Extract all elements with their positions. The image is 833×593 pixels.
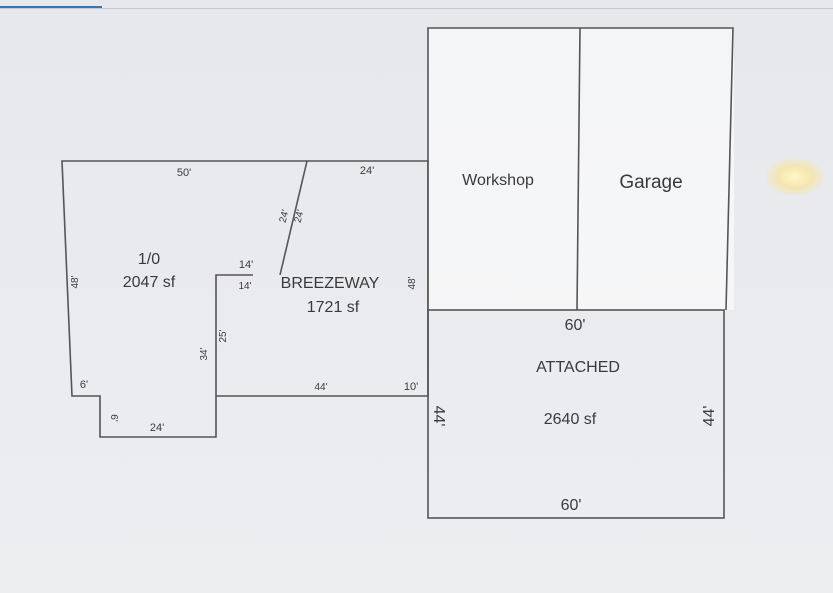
attached-area: 2640 sf bbox=[544, 411, 597, 428]
breezeway-diag-dim-b: 24' bbox=[293, 209, 307, 225]
attached-left-dim: 44' bbox=[430, 406, 447, 427]
main-bottom-dim: 24' bbox=[150, 422, 164, 434]
breezeway-top-dim: 24' bbox=[360, 165, 374, 177]
attached-area-outline bbox=[427, 309, 725, 519]
main-name: 1/0 bbox=[138, 251, 160, 268]
workshop-garage-outline bbox=[427, 27, 734, 311]
breezeway-bottom-right-dim: 10' bbox=[404, 381, 418, 393]
screen-glare bbox=[765, 158, 825, 196]
attached-right-dim: 44' bbox=[701, 406, 718, 427]
main-notch-v-dim: 6' bbox=[108, 414, 119, 422]
main-top-dim: 50' bbox=[177, 167, 191, 179]
breezeway-left-dim: 25' bbox=[218, 329, 229, 342]
top-divider bbox=[0, 8, 833, 9]
breezeway-step-dim-a: 14' bbox=[239, 259, 253, 271]
breezeway-area: 1721 sf bbox=[307, 299, 360, 316]
breezeway-bottom-dim: 44' bbox=[314, 382, 327, 393]
main-area: 2047 sf bbox=[123, 274, 176, 291]
attached-bottom-dim: 60' bbox=[561, 497, 582, 514]
main-left-dim: 48' bbox=[70, 275, 81, 288]
active-tab-indicator bbox=[0, 6, 102, 9]
workshop-garage-divider bbox=[576, 27, 581, 311]
breezeway-diag-dim-a: 24' bbox=[278, 209, 292, 225]
workshop-name: Workshop bbox=[462, 172, 534, 189]
breezeway-diagonal-wall bbox=[279, 160, 308, 276]
breezeway-right-dim: 48' bbox=[407, 276, 418, 289]
attached-name: ATTACHED bbox=[536, 359, 620, 376]
breezeway-name: BREEZEWAY bbox=[281, 275, 380, 292]
garage-name: Garage bbox=[619, 172, 682, 193]
workshop-garage-fill bbox=[428, 28, 734, 310]
main-inner-v-dim: 34' bbox=[199, 347, 210, 360]
attached-top-dim: 60' bbox=[565, 317, 586, 334]
breezeway-step-dim-b: 14' bbox=[238, 281, 251, 292]
main-area-outline bbox=[61, 160, 307, 438]
main-notch-h-dim: 6' bbox=[80, 379, 88, 391]
